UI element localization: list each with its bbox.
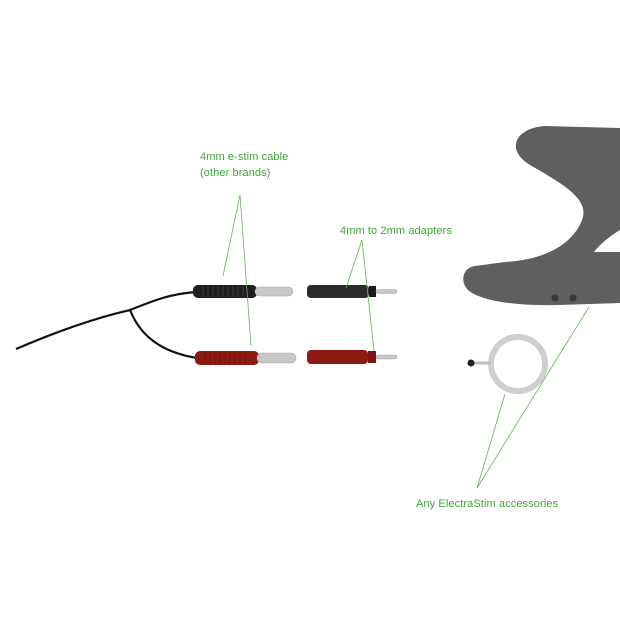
accessory-ring bbox=[467, 334, 548, 394]
accessory-leader-lines bbox=[476, 306, 590, 489]
accessory-body bbox=[463, 126, 620, 306]
adapters-label: 4mm to 2mm adapters bbox=[340, 225, 452, 237]
adapter-leader-lines bbox=[345, 239, 375, 352]
cable-wires bbox=[15, 290, 198, 360]
cable-leader-lines bbox=[222, 194, 252, 347]
black-4mm-plug bbox=[193, 285, 294, 298]
cable-label-line2: (other brands) bbox=[200, 167, 271, 179]
red-adapter bbox=[307, 350, 398, 364]
cable-label-line1: 4mm e-stim cable bbox=[200, 151, 288, 163]
black-adapter bbox=[307, 285, 398, 298]
red-4mm-plug bbox=[195, 351, 297, 365]
accessories-label: Any ElectraStim accessories bbox=[416, 498, 558, 510]
